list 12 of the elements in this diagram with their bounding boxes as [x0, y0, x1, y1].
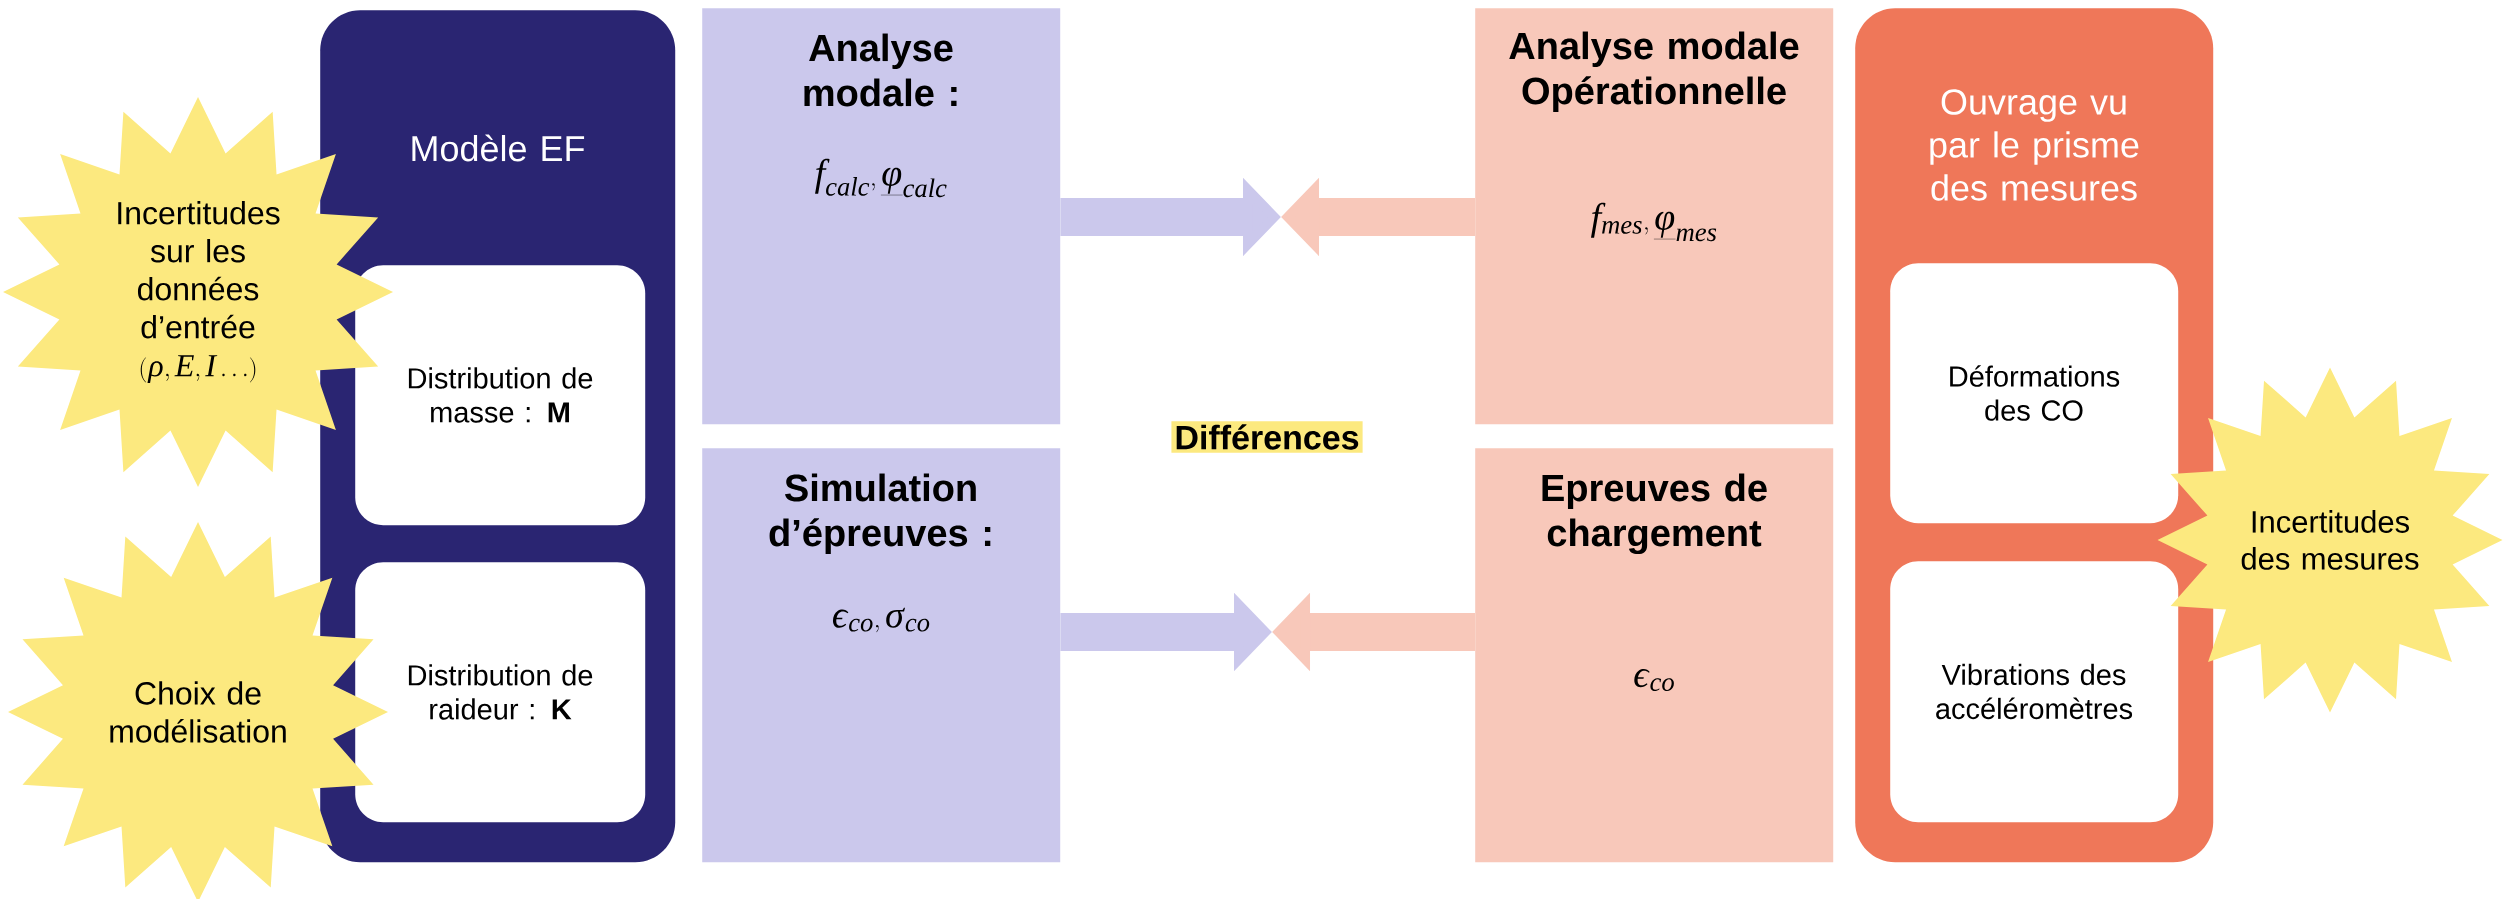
process-box: Simulation d’épreuves : $\varepsilon_{co}, \sigma_{co}$ — [702, 448, 1061, 863]
rounded-box: Vibrations des accéléromètres — [1890, 561, 2179, 823]
starburst: Choix de modélisation — [8, 522, 388, 899]
highlighted-label: Différences — [1171, 421, 1363, 453]
process-box: Analyse modale Opérationnelle $f_{mes}, \underline{\phi}_{mes}$ — [1475, 8, 1834, 425]
process-box: Analyse modale : $f_{calc}, \underline{\phi}_{calc}$ — [702, 8, 1061, 425]
rounded-box: Distribution de raideur : K — [355, 562, 646, 823]
rounded-box: Déformations des CO — [1890, 263, 2179, 524]
rounded-box: Distribution de masse : M — [355, 265, 646, 526]
process-box: Epreuves de chargement $\varepsilon_{co}$ — [1475, 448, 1834, 863]
starburst: Incertitudes sur les données d’entrée $(\rho, E, I \ldots)$ — [3, 97, 393, 487]
starburst: Incertitudes des mesures — [2157, 367, 2503, 713]
